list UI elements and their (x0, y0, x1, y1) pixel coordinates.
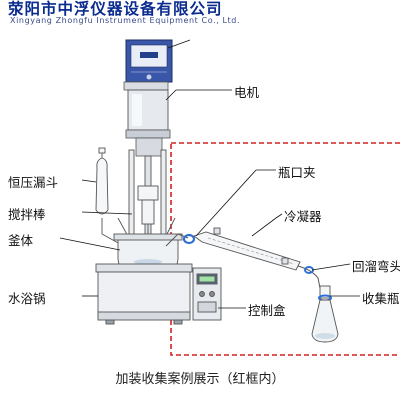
motor-controller (125, 39, 173, 83)
condenser (193, 227, 301, 271)
caption: 加装收集案例展示（红框内） (115, 372, 285, 387)
label-condenser: 冷凝器 (284, 209, 322, 224)
vapor-tube (165, 233, 189, 247)
label-clamp: 瓶口夹 (278, 165, 316, 180)
clamp-ring (182, 233, 196, 245)
label-bath: 水浴锅 (8, 291, 46, 306)
water-bath (95, 263, 193, 325)
company-name-en: Xingyang Zhongfu Instrument Equipment Co… (10, 16, 241, 25)
leader-lines (59, 39, 360, 309)
label-control: 控制盒 (248, 303, 286, 318)
control-box (192, 267, 222, 321)
motor (123, 81, 171, 157)
label-stirrer: 搅拌棒 (8, 207, 46, 222)
label-flask: 收集瓶 (362, 291, 400, 306)
label-motor: 电机 (234, 85, 260, 100)
label-reflux: 回溜弯头 (352, 259, 400, 274)
funnel (95, 147, 121, 245)
label-kettle: 釜体 (8, 233, 34, 248)
company-name: 荥阳市中浮仪器设备有限公司 (8, 0, 223, 18)
collection-flask (311, 285, 339, 343)
label-funnel: 恒压漏斗 (8, 175, 59, 190)
